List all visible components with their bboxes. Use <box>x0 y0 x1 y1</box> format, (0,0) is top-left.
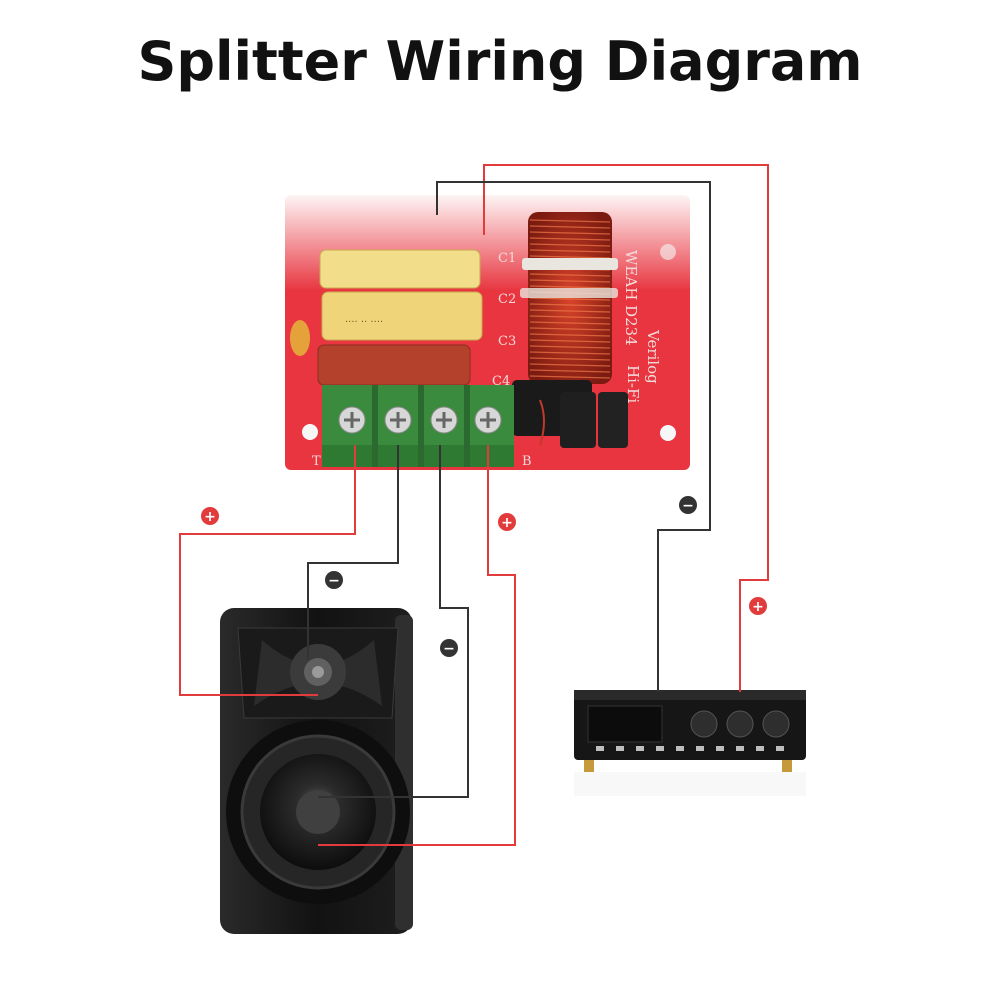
amp-front-button[interactable] <box>776 746 784 751</box>
amp-front-button[interactable] <box>756 746 764 751</box>
coil-winding <box>529 285 611 289</box>
terminal-screw-2 <box>384 406 412 434</box>
capacitor-1 <box>319 249 481 289</box>
cap-label-c1: C1 <box>498 251 516 266</box>
cap-label-c2: C2 <box>498 292 516 307</box>
coil-winding <box>529 375 611 379</box>
wire-tweeter-negative <box>307 445 399 660</box>
amp-reflection <box>574 772 806 796</box>
coil-winding <box>529 279 611 283</box>
capacitor-3 <box>317 344 471 386</box>
mount-hole-br <box>660 425 676 441</box>
mount-hole-tr <box>660 244 676 260</box>
board-brand-line3: Hi-Fi <box>624 365 642 403</box>
tweeter <box>237 627 399 719</box>
woofer <box>226 720 410 904</box>
cap-label-c3: C3 <box>498 334 516 349</box>
crossover-board: ···· ·· ···· C1 C2 C3 C4 WEAH D234 Veril… <box>285 195 690 470</box>
amp-display <box>587 705 663 743</box>
polarity-marker-plus-amp: + <box>749 597 767 615</box>
coil-winding <box>529 231 611 235</box>
page-title: Splitter Wiring Diagram <box>137 30 863 93</box>
studio-monitor-speaker <box>220 608 413 934</box>
polarity-marker-minus-amp: − <box>679 496 697 514</box>
polarity-marker-plus-tweeter: + <box>201 507 219 525</box>
coil-winding <box>529 273 611 277</box>
terminal-label-b: B <box>522 454 532 469</box>
polarity-marker-plus-woofer: + <box>498 513 516 531</box>
coil-winding <box>529 309 611 313</box>
amp-foot-right <box>782 760 792 772</box>
capacitor-2 <box>321 291 483 341</box>
terminal-screw-4 <box>474 406 502 434</box>
coil-winding <box>529 237 611 241</box>
polarity-plus-text: + <box>501 515 513 531</box>
amp-top-edge <box>574 690 806 700</box>
coil-zip-tie-2 <box>520 288 618 298</box>
wire-amp-positive-to-board <box>483 164 769 692</box>
wire-tweeter-positive <box>179 445 356 696</box>
polarity-marker-minus-woofer: − <box>440 639 458 657</box>
jumper-connector <box>512 380 628 448</box>
board-brand-line1: WEAH D234 <box>622 250 640 346</box>
coil-winding <box>529 363 611 367</box>
wire-amp-negative-to-board <box>436 181 711 692</box>
amp-front-button[interactable] <box>636 746 644 751</box>
amp-foot-left <box>584 760 594 772</box>
coil-winding <box>529 249 611 253</box>
amp-front-button[interactable] <box>596 746 604 751</box>
coil-winding <box>529 345 611 349</box>
wire-woofer-negative <box>318 445 469 798</box>
polarity-minus-text: − <box>682 498 694 514</box>
capacitor-small <box>290 320 310 356</box>
amp-front-button[interactable] <box>676 746 684 751</box>
coil-zip-tie <box>522 258 618 270</box>
amp-front-button[interactable] <box>696 746 704 751</box>
coil-winding <box>529 321 611 325</box>
terminal-screw-3 <box>430 406 458 434</box>
polarity-marker-minus-tweeter: − <box>325 571 343 589</box>
polarity-plus-text: + <box>752 599 764 615</box>
coil-winding <box>529 327 611 331</box>
wire-woofer-positive <box>318 445 516 846</box>
coil-winding <box>529 357 611 361</box>
amp-front-button[interactable] <box>656 746 664 751</box>
amplifier <box>574 690 806 796</box>
coil-winding <box>529 351 611 355</box>
coil-winding <box>529 339 611 343</box>
polarity-minus-text: − <box>443 641 455 657</box>
amp-knob-2[interactable] <box>726 710 754 738</box>
board-brand-line2: Verilog <box>644 329 662 384</box>
polarity-plus-text: + <box>204 509 216 525</box>
coil-winding <box>529 297 611 301</box>
coil-winding <box>529 255 611 259</box>
amp-front-button[interactable] <box>736 746 744 751</box>
terminal-screw-1 <box>338 406 366 434</box>
inductor-coil <box>520 212 618 384</box>
coil-winding <box>529 315 611 319</box>
coil-winding <box>529 333 611 337</box>
amp-front-button[interactable] <box>616 746 624 751</box>
coil-winding <box>529 225 611 229</box>
coil-winding <box>529 243 611 247</box>
mount-hole-bl <box>302 424 318 440</box>
amp-knob-3[interactable] <box>762 710 790 738</box>
coil-winding <box>529 369 611 373</box>
amp-button-row <box>596 746 784 751</box>
terminal-label-t: T <box>312 454 321 469</box>
coil-winding <box>529 219 611 223</box>
amp-front-button[interactable] <box>716 746 724 751</box>
polarity-minus-text: − <box>328 573 340 589</box>
amp-knob-1[interactable] <box>690 710 718 738</box>
coil-winding <box>529 303 611 307</box>
capacitor-print: ···· ·· ···· <box>345 317 383 328</box>
terminal-block: T B <box>312 385 532 469</box>
